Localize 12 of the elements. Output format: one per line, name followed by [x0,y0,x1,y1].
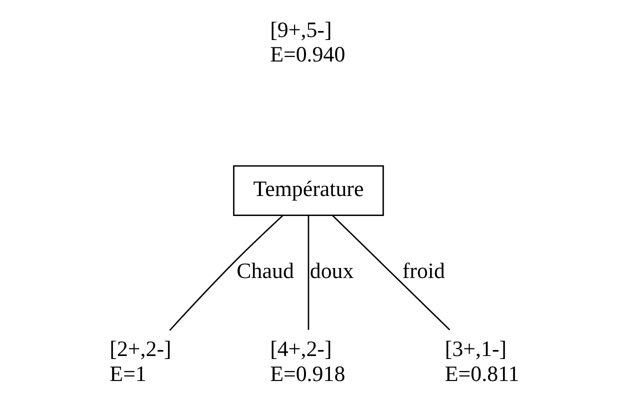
node-label: E=0.940 [270,41,346,66]
connector [169,215,284,331]
node-text: [4+,2-] E=0.918 [270,336,346,386]
node-text: [3+,1-] E=0.811 [444,336,520,386]
edge-label: froid [402,258,445,284]
connector [332,215,450,330]
node-label: [9+,5-] [270,16,332,42]
edge-label: doux [310,258,354,284]
edge-label: Chaud [236,258,294,284]
node-text: [2+,2-] E=1 [110,336,172,386]
connector [308,216,310,330]
node-box: Température [233,165,384,216]
